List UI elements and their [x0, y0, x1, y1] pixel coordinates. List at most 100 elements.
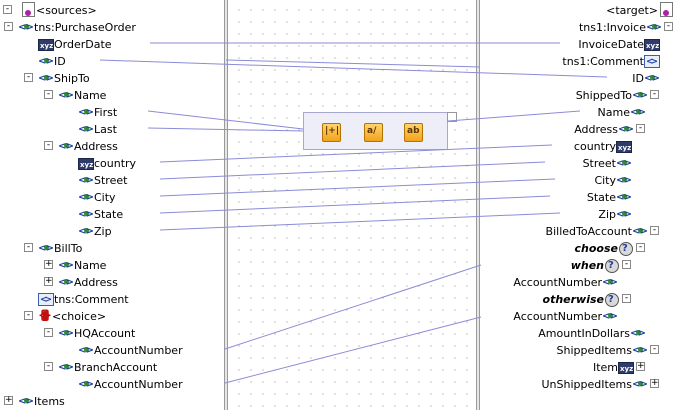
mapping-line — [159, 144, 553, 163]
source-node-label: ID — [54, 54, 66, 68]
target-node-tns1-invoice[interactable]: tns1:Invoice — [579, 18, 662, 36]
target-node-amountindollars[interactable]: AmountInDollars — [538, 324, 646, 342]
target-node-name[interactable]: Name — [598, 103, 646, 121]
target-node-shippedto[interactable]: ShippedTo — [575, 86, 648, 104]
source-node-shipto[interactable]: ShipTo — [38, 69, 90, 87]
source-node-address[interactable]: Address — [58, 273, 118, 291]
target-node-country[interactable]: country — [574, 137, 632, 157]
target-node-unshippeditems[interactable]: UnShippedItems — [541, 375, 648, 393]
source-node-accountnumber[interactable]: AccountNumber — [78, 375, 183, 393]
target-node-label: AmountInDollars — [538, 326, 630, 340]
source-node-accountnumber[interactable]: AccountNumber — [78, 341, 183, 359]
source-node-first[interactable]: First — [78, 103, 117, 121]
target-node-when[interactable]: when ? — [571, 256, 620, 273]
source-root[interactable]: <sources> — [20, 1, 97, 18]
collapse-toggle[interactable]: - — [24, 73, 33, 82]
source-node-address[interactable]: Address — [58, 137, 118, 155]
target-node-tns1-comment[interactable]: tns1:Comment — [562, 52, 660, 71]
target-node-city[interactable]: City — [594, 171, 632, 189]
collapse-toggle[interactable]: - — [3, 5, 12, 14]
source-node-orderdate[interactable]: OrderDate — [38, 35, 112, 55]
mapping-line — [224, 264, 482, 350]
target-node-label: ShippedTo — [575, 88, 632, 102]
source-node-choice[interactable]: <choice> — [38, 307, 106, 324]
collapse-toggle[interactable]: - — [650, 226, 659, 235]
expand-toggle[interactable]: + — [636, 361, 645, 371]
target-root[interactable]: <target> — [606, 1, 674, 18]
element-icon — [616, 172, 632, 189]
collapse-toggle[interactable]: - — [44, 90, 53, 99]
target-node-label: BilledToAccount — [545, 224, 632, 238]
string-function-icon[interactable]: ab — [404, 123, 423, 142]
collapse-toggle[interactable]: - — [44, 328, 53, 337]
attribute-icon — [38, 38, 54, 55]
source-node-id[interactable]: ID — [38, 52, 66, 70]
target-node-shippeditems[interactable]: ShippedItems — [557, 341, 649, 359]
element-icon — [616, 155, 632, 172]
collapse-toggle[interactable]: - — [24, 311, 33, 320]
target-node-accountnumber[interactable]: AccountNumber — [513, 307, 618, 325]
collapse-toggle[interactable]: - — [622, 260, 631, 269]
expand-toggle[interactable]: + — [4, 395, 13, 405]
concat-function-icon[interactable]: |+| — [322, 123, 341, 142]
target-node-street[interactable]: Street — [583, 154, 632, 172]
target-node-item[interactable]: Item — [593, 358, 634, 378]
target-node-state[interactable]: State — [587, 188, 632, 206]
mapping-line — [224, 316, 482, 384]
element-icon — [58, 274, 74, 291]
target-node-zip[interactable]: Zip — [598, 205, 632, 223]
source-node-billto[interactable]: BillTo — [38, 239, 82, 257]
source-node-street[interactable]: Street — [78, 171, 127, 189]
source-node-items[interactable]: Items — [18, 392, 65, 410]
source-tree-panel[interactable]: -<sources>- tns:PurchaseOrder OrderDate … — [0, 0, 223, 410]
expand-toggle[interactable]: + — [44, 259, 53, 269]
source-node-label: Name — [74, 88, 107, 102]
source-node-country[interactable]: country — [78, 154, 136, 174]
left-splitter[interactable] — [224, 0, 228, 410]
source-node-name[interactable]: Name — [58, 256, 106, 274]
source-node-hqaccount[interactable]: HQAccount — [58, 324, 135, 342]
source-node-last[interactable]: Last — [78, 120, 117, 138]
function-collapse-button[interactable] — [447, 112, 457, 122]
right-splitter[interactable] — [476, 0, 480, 410]
target-node-invoicedate[interactable]: InvoiceDate — [578, 35, 660, 55]
target-node-choose[interactable]: choose ? — [575, 239, 634, 256]
source-node-state[interactable]: State — [78, 205, 123, 223]
mapping-line — [159, 178, 556, 197]
collapse-toggle[interactable]: - — [24, 243, 33, 252]
target-node-accountnumber[interactable]: AccountNumber — [513, 273, 618, 291]
target-node-otherwise[interactable]: otherwise ? — [543, 290, 620, 307]
collapse-toggle[interactable]: - — [622, 294, 631, 303]
collapse-toggle[interactable]: - — [4, 22, 13, 31]
target-root-label: <target> — [606, 3, 658, 17]
target-node-label: Address — [574, 122, 618, 136]
string-function-icon[interactable]: a/ — [364, 123, 383, 142]
expand-toggle[interactable]: + — [650, 378, 659, 388]
collapse-toggle[interactable]: - — [636, 243, 645, 252]
source-node-name[interactable]: Name — [58, 86, 107, 104]
collapse-toggle[interactable]: - — [44, 141, 53, 150]
element-icon — [38, 240, 54, 257]
target-node-label: InvoiceDate — [578, 37, 644, 51]
collapse-toggle[interactable]: - — [664, 22, 673, 31]
target-node-billedtoaccount[interactable]: BilledToAccount — [545, 222, 648, 240]
function-chain-box[interactable]: |+| a/ ab — [303, 112, 448, 150]
target-node-id[interactable]: ID — [632, 69, 660, 87]
collapse-toggle[interactable]: - — [636, 124, 645, 133]
collapse-toggle[interactable]: - — [650, 345, 659, 354]
source-node-tns-comment[interactable]: tns:Comment — [38, 290, 129, 309]
expand-toggle[interactable]: + — [44, 276, 53, 286]
source-node-tns-purchaseorder[interactable]: tns:PurchaseOrder — [18, 18, 136, 36]
source-node-branchaccount[interactable]: BranchAccount — [58, 358, 157, 376]
element-icon — [616, 206, 632, 223]
source-node-zip[interactable]: Zip — [78, 222, 112, 240]
collapse-toggle[interactable]: - — [44, 362, 53, 371]
source-node-city[interactable]: City — [78, 188, 116, 206]
element-icon — [18, 393, 34, 410]
collapse-toggle[interactable]: - — [650, 90, 659, 99]
target-node-address[interactable]: Address — [574, 120, 634, 138]
element-icon — [78, 121, 94, 138]
target-tree-panel[interactable]: <target>-tns1:Invoice InvoiceDate tns1:C… — [481, 0, 680, 410]
element-icon — [58, 359, 74, 376]
target-node-label: ID — [632, 71, 644, 85]
